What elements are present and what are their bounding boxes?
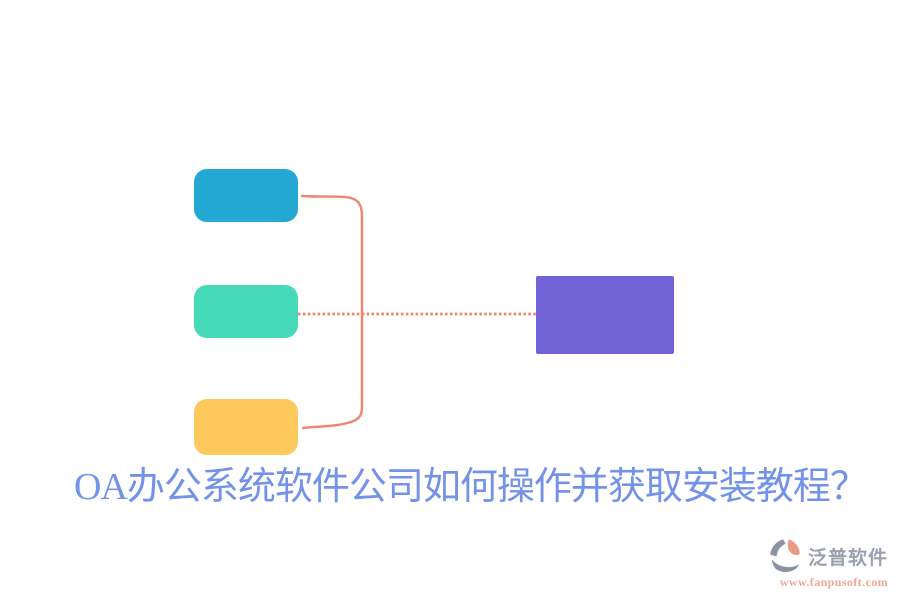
logo-wedge-gray <box>770 539 786 557</box>
fanpu-logo-icon <box>770 539 800 573</box>
diagram-node-result <box>536 276 674 354</box>
watermark-brand-name: 泛普软件 <box>807 547 888 569</box>
watermark: 泛普软件 www.fanpusoft.com <box>768 537 888 590</box>
watermark-brand-row: 泛普软件 <box>768 537 888 575</box>
logo-leaf-orange <box>787 539 800 556</box>
caption-title: OA办公系统软件公司如何操作并获取安装教程？ <box>74 466 868 508</box>
watermark-url: www.fanpusoft.com <box>779 575 888 589</box>
bracket-connector <box>300 194 364 430</box>
logo-swoosh-gray <box>771 559 800 573</box>
diagram-node-bottom <box>194 399 298 455</box>
diagram-node-middle <box>194 285 298 338</box>
diagram-node-top <box>194 169 298 222</box>
